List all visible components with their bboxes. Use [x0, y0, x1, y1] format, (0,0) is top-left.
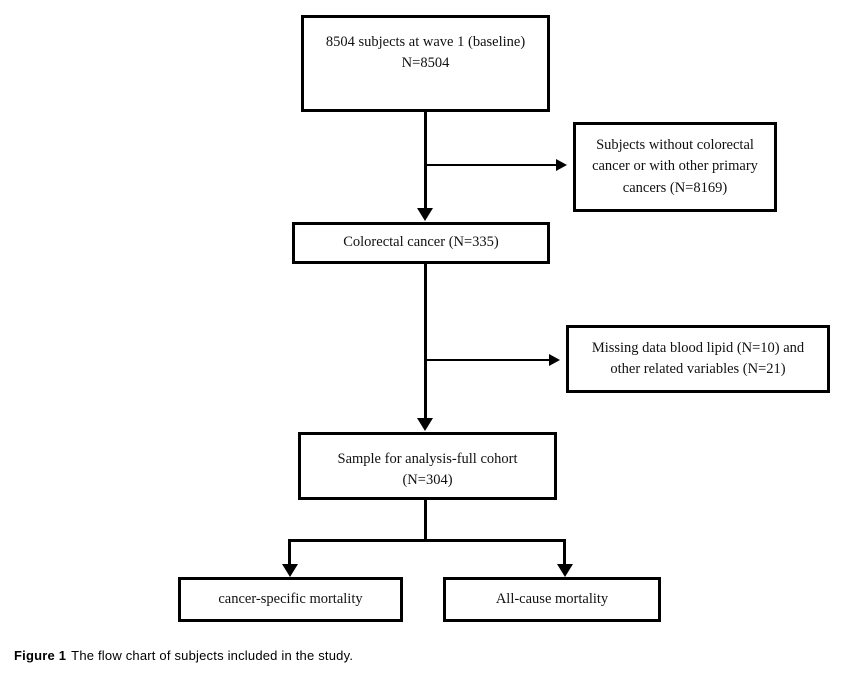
arrowhead-all-cause — [557, 564, 573, 577]
figure-caption-text: The flow chart of subjects included in t… — [71, 648, 354, 663]
connector-sample-split-stem — [424, 500, 427, 541]
node-excluded-no-crc-line2: cancer or with other primary — [592, 158, 758, 175]
arrowhead-colorectal-to-sample — [417, 418, 433, 431]
node-analysis-sample-line1: Sample for analysis-full cohort — [337, 451, 518, 467]
figure-caption-label: Figure 1 — [14, 648, 67, 663]
arrowhead-cancer-specific — [282, 564, 298, 577]
node-excluded-missing-data: Missing data blood lipid (N=10) and othe… — [566, 325, 830, 393]
node-outcome-all-cause-mortality: All-cause mortality — [443, 577, 661, 622]
connector-baseline-to-colorectal — [424, 112, 427, 209]
connector-sample-split-bar — [288, 539, 566, 542]
connector-exclusion-no-crc — [424, 164, 558, 166]
node-colorectal-cancer: Colorectal cancer (N=335) — [292, 222, 550, 264]
figure-caption: Figure 1 The flow chart of subjects inclu… — [14, 648, 353, 663]
connector-branch-all-cause — [563, 539, 566, 569]
node-excluded-no-crc-line1: Subjects without colorectal — [596, 137, 754, 154]
arrowhead-baseline-to-colorectal — [417, 208, 433, 221]
node-analysis-sample-line2: (N=304) — [402, 472, 453, 489]
node-baseline: 8504 subjects at wave 1 (baseline) N=850… — [301, 15, 550, 112]
node-excluded-no-crc-line3: cancers (N=8169) — [622, 179, 728, 196]
node-outcome-cancer-specific-mortality: cancer-specific mortality — [178, 577, 403, 622]
node-analysis-sample: Sample for analysis-full cohort (N=304) — [298, 432, 557, 500]
node-excluded-no-colorectal-cancer: Subjects without colorectal cancer or wi… — [573, 122, 777, 212]
node-outcome-all-cause-line1: All-cause mortality — [495, 590, 609, 607]
node-excluded-missing-data-line2: other related variables (N=21) — [610, 361, 786, 377]
node-outcome-cancer-specific-line1: cancer-specific mortality — [218, 590, 363, 607]
connector-branch-cancer-specific — [288, 539, 291, 569]
connector-colorectal-to-sample — [424, 264, 427, 419]
node-baseline-line1: 8504 subjects at wave 1 (baseline) — [325, 34, 526, 50]
arrowhead-exclusion-missing-data — [549, 354, 560, 366]
node-excluded-missing-data-line1: Missing data blood lipid (N=10) and — [591, 339, 805, 356]
arrowhead-exclusion-no-crc — [556, 159, 567, 171]
connector-exclusion-missing-data — [424, 359, 551, 361]
node-colorectal-cancer-line1: Colorectal cancer (N=335) — [343, 234, 499, 251]
node-baseline-line2: N=8504 — [401, 55, 450, 72]
